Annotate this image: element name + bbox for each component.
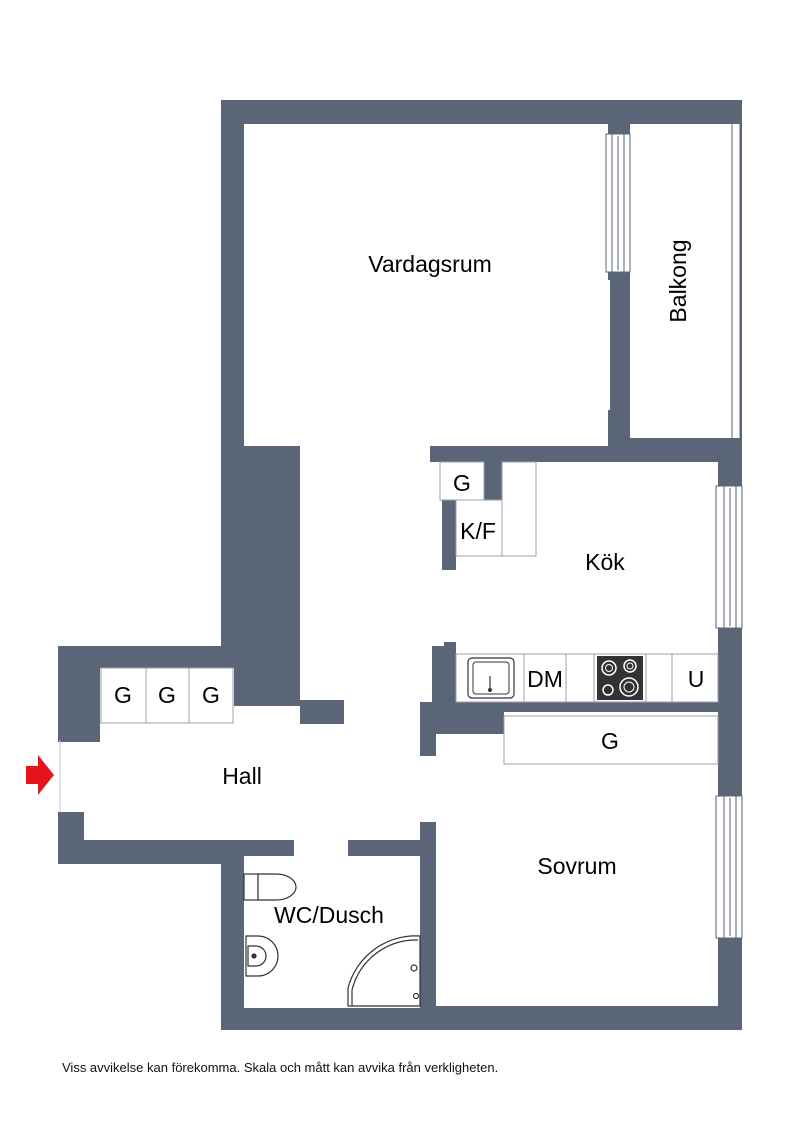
wardrobe-label: G [158, 682, 176, 708]
room-bathroom: WC/Dusch [274, 902, 384, 928]
oven [671, 653, 719, 703]
washbasin-icon [245, 935, 279, 977]
hall-wardrobes [100, 667, 234, 724]
window-kitchen [715, 485, 743, 629]
stove-icon [597, 656, 643, 700]
disclaimer-text: Viss avvikelse kan förekomma. Skala och … [62, 1060, 499, 1075]
sink-icon [467, 657, 515, 699]
entrance-arrow-icon [26, 755, 54, 795]
dishwasher [523, 653, 567, 703]
wardrobe-hall-2 [145, 667, 190, 724]
wardrobe-hall-1 [100, 667, 147, 724]
balcony-glass [731, 124, 741, 438]
fridge-freezer-label: K/F [460, 518, 496, 544]
counter-right [645, 653, 673, 703]
window-living-balcony [605, 133, 631, 273]
room-balcony: Balkong [665, 239, 691, 322]
fridge-freezer [455, 499, 503, 557]
oven-label: U [688, 666, 705, 692]
toilet-icon [243, 873, 297, 901]
wardrobe-hall-3 [188, 667, 234, 724]
room-hall: Hall [222, 763, 262, 789]
wardrobe-label: G [202, 682, 220, 708]
wardrobe-kitchen-label: G [453, 470, 471, 496]
kitchen-cabinet-tall [501, 461, 537, 557]
dishwasher-label: DM [527, 666, 563, 692]
wardrobe-label: G [114, 682, 132, 708]
kitchen-fixtures [439, 461, 719, 703]
window-bedroom [715, 795, 743, 939]
room-living: Vardagsrum [368, 251, 492, 277]
counter-mid [565, 653, 595, 703]
shower-icon [347, 935, 421, 1007]
floor [58, 124, 740, 1008]
wardrobe-bedroom [503, 715, 719, 765]
room-kitchen: Kök [585, 549, 625, 575]
room-bedroom: Sovrum [537, 853, 616, 879]
windows [605, 124, 743, 939]
wardrobe-bedroom-label: G [601, 728, 619, 754]
